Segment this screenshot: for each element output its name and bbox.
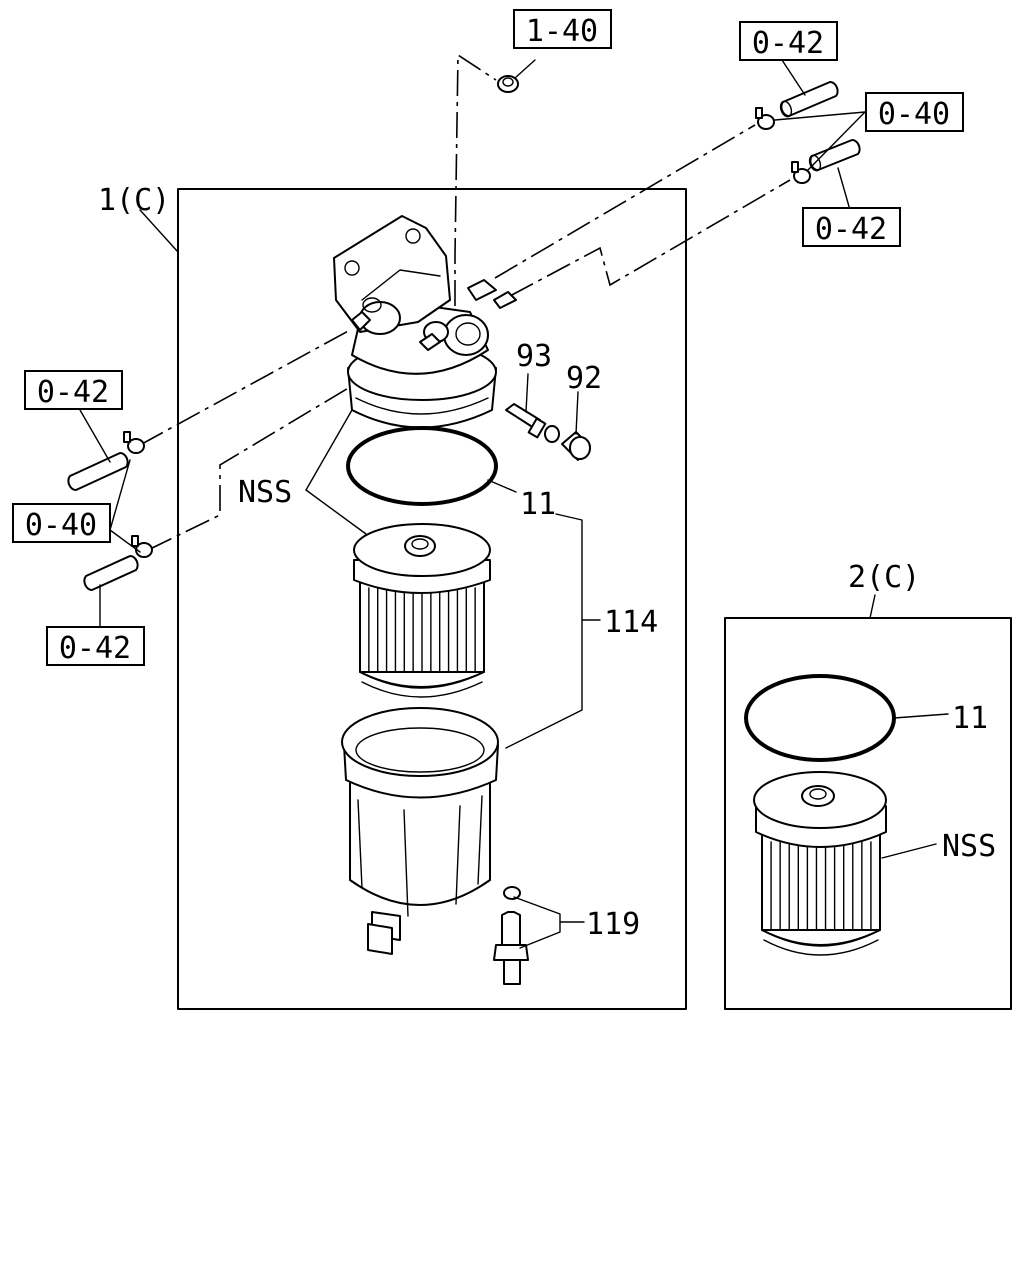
part-11-label-main: 11	[520, 487, 556, 522]
lower-right-clip	[791, 161, 811, 184]
ref-box-0-42-top-right: 0-42	[739, 21, 838, 61]
lower-left-clip	[131, 535, 153, 558]
nss-label-kit: NSS	[942, 829, 996, 864]
part-93-label: 93	[516, 339, 552, 374]
leader-lines	[79, 59, 949, 949]
ref-label-0-42-left: 0-42	[37, 375, 109, 410]
ref-box-0-40-right: 0-40	[865, 92, 964, 132]
ref-box-0-40-left: 0-40	[12, 503, 111, 543]
upper-left-clip	[123, 431, 145, 454]
ref-box-0-42-bottom-left: 0-42	[46, 626, 145, 666]
group-2-label: 2(C)	[848, 560, 920, 595]
o-ring-11-kit	[744, 674, 896, 762]
ref-label-0-40-left: 0-40	[25, 508, 97, 543]
ref-label-1-40: 1-40	[526, 14, 598, 49]
part-11-label-kit: 11	[952, 701, 988, 736]
part-114-label: 114	[604, 605, 658, 640]
part-119-label: 119	[586, 907, 640, 942]
upper-right-hose	[779, 81, 839, 118]
assembly-frame-1	[177, 188, 687, 1010]
lower-right-hose	[808, 139, 861, 172]
ref-label-0-40-right: 0-40	[878, 97, 950, 132]
ref-label-0-42-right: 0-42	[815, 212, 887, 247]
part-92-label: 92	[566, 361, 602, 396]
cap-92	[561, 431, 591, 461]
upper-left-hose	[67, 452, 129, 491]
ref-box-0-42-right: 0-42	[802, 207, 901, 247]
o-ring-11-main	[346, 426, 498, 506]
upper-right-clip	[755, 107, 775, 130]
ref-box-1-40: 1-40	[513, 9, 612, 49]
nss-label-main: NSS	[238, 475, 292, 510]
ref-label-0-42-top-right: 0-42	[752, 26, 824, 61]
centerlines	[139, 53, 791, 551]
bleeder-screw-93	[505, 403, 560, 443]
nut-1-40	[497, 75, 519, 93]
filter-bowl-114	[341, 707, 499, 955]
filter-element-kit	[753, 771, 887, 956]
lower-left-hose	[83, 555, 139, 591]
drain-plug-119	[493, 886, 529, 985]
filter-head	[333, 215, 517, 429]
group-1-label: 1(C)	[98, 183, 170, 218]
ref-box-0-42-left: 0-42	[24, 370, 123, 410]
assembly-frame-2	[724, 617, 1012, 1010]
ref-label-0-42-bottom-left: 0-42	[59, 631, 131, 666]
filter-element-main	[353, 523, 491, 698]
